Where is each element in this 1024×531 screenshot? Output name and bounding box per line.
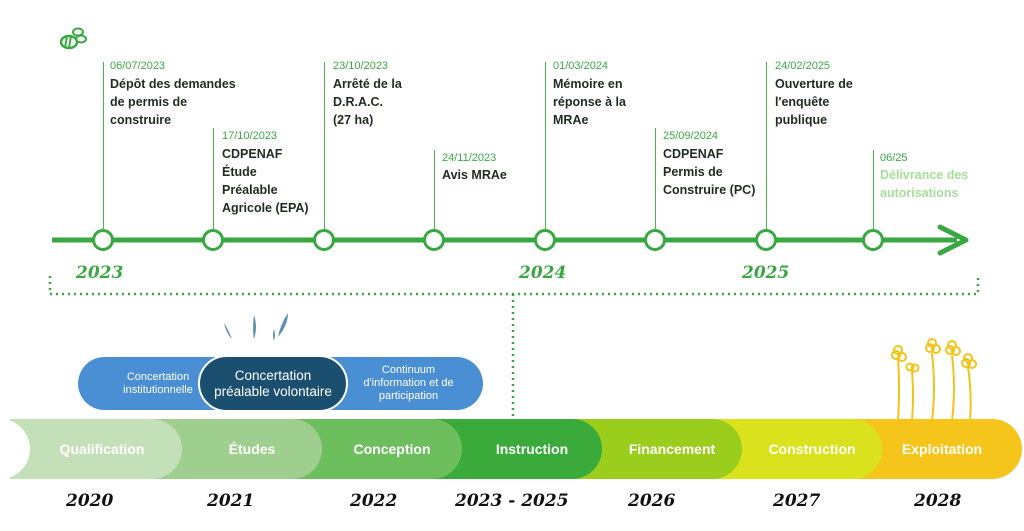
event-date: 06/25 bbox=[880, 152, 908, 164]
phase-qualification: Qualification bbox=[10, 419, 182, 479]
event-date: 23/10/2023 bbox=[333, 60, 389, 72]
event-date: 17/10/2023 bbox=[222, 130, 278, 142]
pill-label: Concertation préalable volontaire bbox=[214, 367, 332, 399]
event-label: Dépôt des demandes de permis de construi… bbox=[110, 77, 236, 127]
timeline-node bbox=[423, 229, 445, 251]
flowers-icon bbox=[886, 337, 982, 422]
timeline-year: 2024 bbox=[519, 263, 567, 283]
event-line-7 bbox=[766, 62, 767, 234]
event-date: 25/09/2024 bbox=[663, 130, 719, 142]
phase-year: 2028 bbox=[914, 491, 962, 511]
event-label: Ouverture de l'enquête publique bbox=[775, 77, 853, 127]
event-date: 01/03/2024 bbox=[553, 60, 609, 72]
bee-icon bbox=[58, 24, 88, 54]
event-line-6 bbox=[655, 128, 656, 234]
pill-label: Concertation institutionnelle bbox=[123, 370, 193, 396]
concertation-volontaire-pill: Concertation préalable volontaire bbox=[198, 355, 348, 412]
event-line-8 bbox=[873, 150, 874, 234]
event-label: CDPENAF Étude Préalable Agricole (EPA) bbox=[222, 147, 309, 215]
event-label: Avis MRAe bbox=[442, 168, 507, 182]
phase-instruction: Instruction bbox=[432, 419, 602, 479]
phase-label: Exploitation bbox=[901, 441, 983, 457]
event-label: Arrêté de la D.R.A.C. (27 ha) bbox=[333, 77, 402, 127]
phase-label: Instruction bbox=[495, 441, 569, 457]
splash-icon bbox=[218, 311, 298, 345]
phase-year: 2026 bbox=[628, 491, 676, 511]
continuum-pill: Continuum d'information et de participat… bbox=[320, 357, 483, 410]
phase-label: Financement bbox=[628, 441, 716, 457]
event-label: CDPENAF Permis de Construire (PC) bbox=[663, 147, 756, 197]
phase-label: Construction bbox=[768, 441, 856, 457]
timeline-year: 2025 bbox=[742, 263, 790, 283]
event-date: 24/11/2023 bbox=[442, 152, 497, 164]
event-line-2 bbox=[213, 128, 214, 234]
phase-year: 2022 bbox=[350, 491, 398, 511]
timeline-node bbox=[92, 229, 114, 251]
event-line-1 bbox=[103, 62, 104, 234]
event-date: 06/07/2023 bbox=[110, 60, 166, 72]
dotted-bracket bbox=[48, 276, 980, 421]
timeline-node bbox=[755, 229, 777, 251]
timeline-node bbox=[862, 229, 884, 251]
phase-label: Études bbox=[228, 441, 276, 457]
timeline-node bbox=[534, 229, 556, 251]
segment-notch bbox=[0, 419, 30, 479]
event-label-pending: Délivrance des autorisations bbox=[880, 168, 969, 200]
phase-year: 2020 bbox=[66, 491, 114, 511]
timeline-year: 2023 bbox=[76, 263, 124, 283]
phase-year: 2027 bbox=[773, 491, 821, 511]
phase-label: Conception bbox=[353, 441, 431, 457]
event-line-5 bbox=[545, 62, 546, 234]
event-line-3 bbox=[324, 62, 325, 234]
phase-year: 2021 bbox=[207, 491, 255, 511]
timeline-arrow bbox=[52, 224, 974, 256]
timeline-node bbox=[202, 229, 224, 251]
phase-conception: Conception bbox=[292, 419, 462, 479]
timeline-node bbox=[644, 229, 666, 251]
phase-year: 2023 - 2025 bbox=[455, 491, 569, 511]
event-line-4 bbox=[434, 150, 435, 234]
event-label: Mémoire en réponse à la MRAe bbox=[553, 77, 626, 127]
event-date: 24/02/2025 bbox=[775, 60, 831, 72]
timeline-node bbox=[313, 229, 335, 251]
pill-label: Continuum d'information et de participat… bbox=[363, 364, 454, 402]
phase-label: Qualification bbox=[59, 441, 145, 457]
